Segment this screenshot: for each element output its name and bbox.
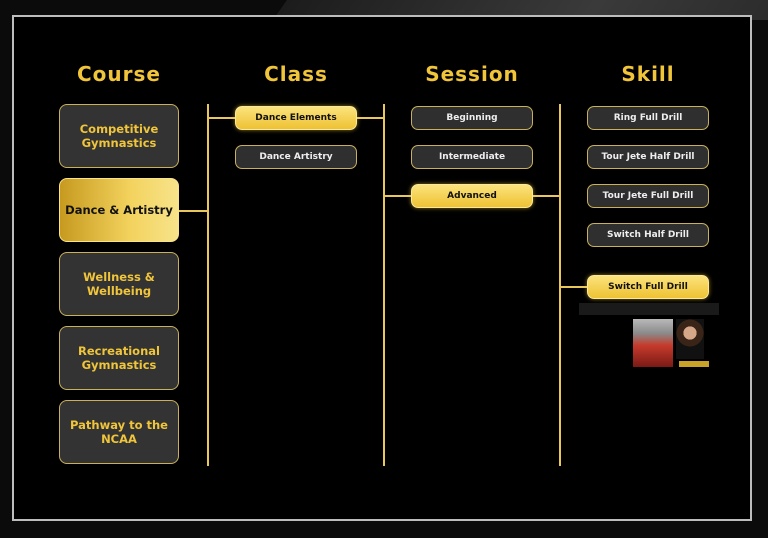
skill-switch-half-drill[interactable]: Switch Half Drill xyxy=(587,223,709,247)
skill-ring-full-drill[interactable]: Ring Full Drill xyxy=(587,106,709,130)
skill-tour-jete-half-drill[interactable]: Tour Jete Half Drill xyxy=(587,145,709,169)
connector-course-active xyxy=(179,210,208,212)
connector-class-right xyxy=(357,117,384,119)
class-dance-elements[interactable]: Dance Elements xyxy=(235,106,357,130)
session-advanced[interactable]: Advanced xyxy=(411,184,533,208)
skill-switch-full-drill[interactable]: Switch Full Drill xyxy=(587,275,709,299)
course-wellness-wellbeing[interactable]: Wellness & Wellbeing xyxy=(59,252,179,316)
session-header: Session xyxy=(425,62,519,86)
course-pathway-ncaa[interactable]: Pathway to the NCAA xyxy=(59,400,179,464)
connector-skill-active xyxy=(559,286,587,288)
preview-topbar xyxy=(579,303,719,315)
class-header: Class xyxy=(264,62,328,86)
connector-class-left xyxy=(207,117,235,119)
skill-tour-jete-full-drill[interactable]: Tour Jete Full Drill xyxy=(587,184,709,208)
preview-gym-photo xyxy=(633,319,673,367)
divider-course-class xyxy=(207,104,209,466)
course-recreational-gymnastics[interactable]: Recreational Gymnastics xyxy=(59,326,179,390)
course-dance-artistry[interactable]: Dance & Artistry xyxy=(59,178,179,242)
skill-header: Skill xyxy=(621,62,675,86)
divider-class-session xyxy=(383,104,385,466)
connector-session-right xyxy=(533,195,560,197)
preview-logo xyxy=(679,361,709,367)
skill-preview-thumbnail[interactable] xyxy=(579,303,719,371)
session-intermediate[interactable]: Intermediate xyxy=(411,145,533,169)
preview-coach-photo xyxy=(676,319,704,359)
connector-session-left xyxy=(383,195,411,197)
session-beginning[interactable]: Beginning xyxy=(411,106,533,130)
course-competitive-gymnastics[interactable]: Competitive Gymnastics xyxy=(59,104,179,168)
divider-session-skill xyxy=(559,104,561,466)
course-header: Course xyxy=(77,62,161,86)
class-dance-artistry[interactable]: Dance Artistry xyxy=(235,145,357,169)
